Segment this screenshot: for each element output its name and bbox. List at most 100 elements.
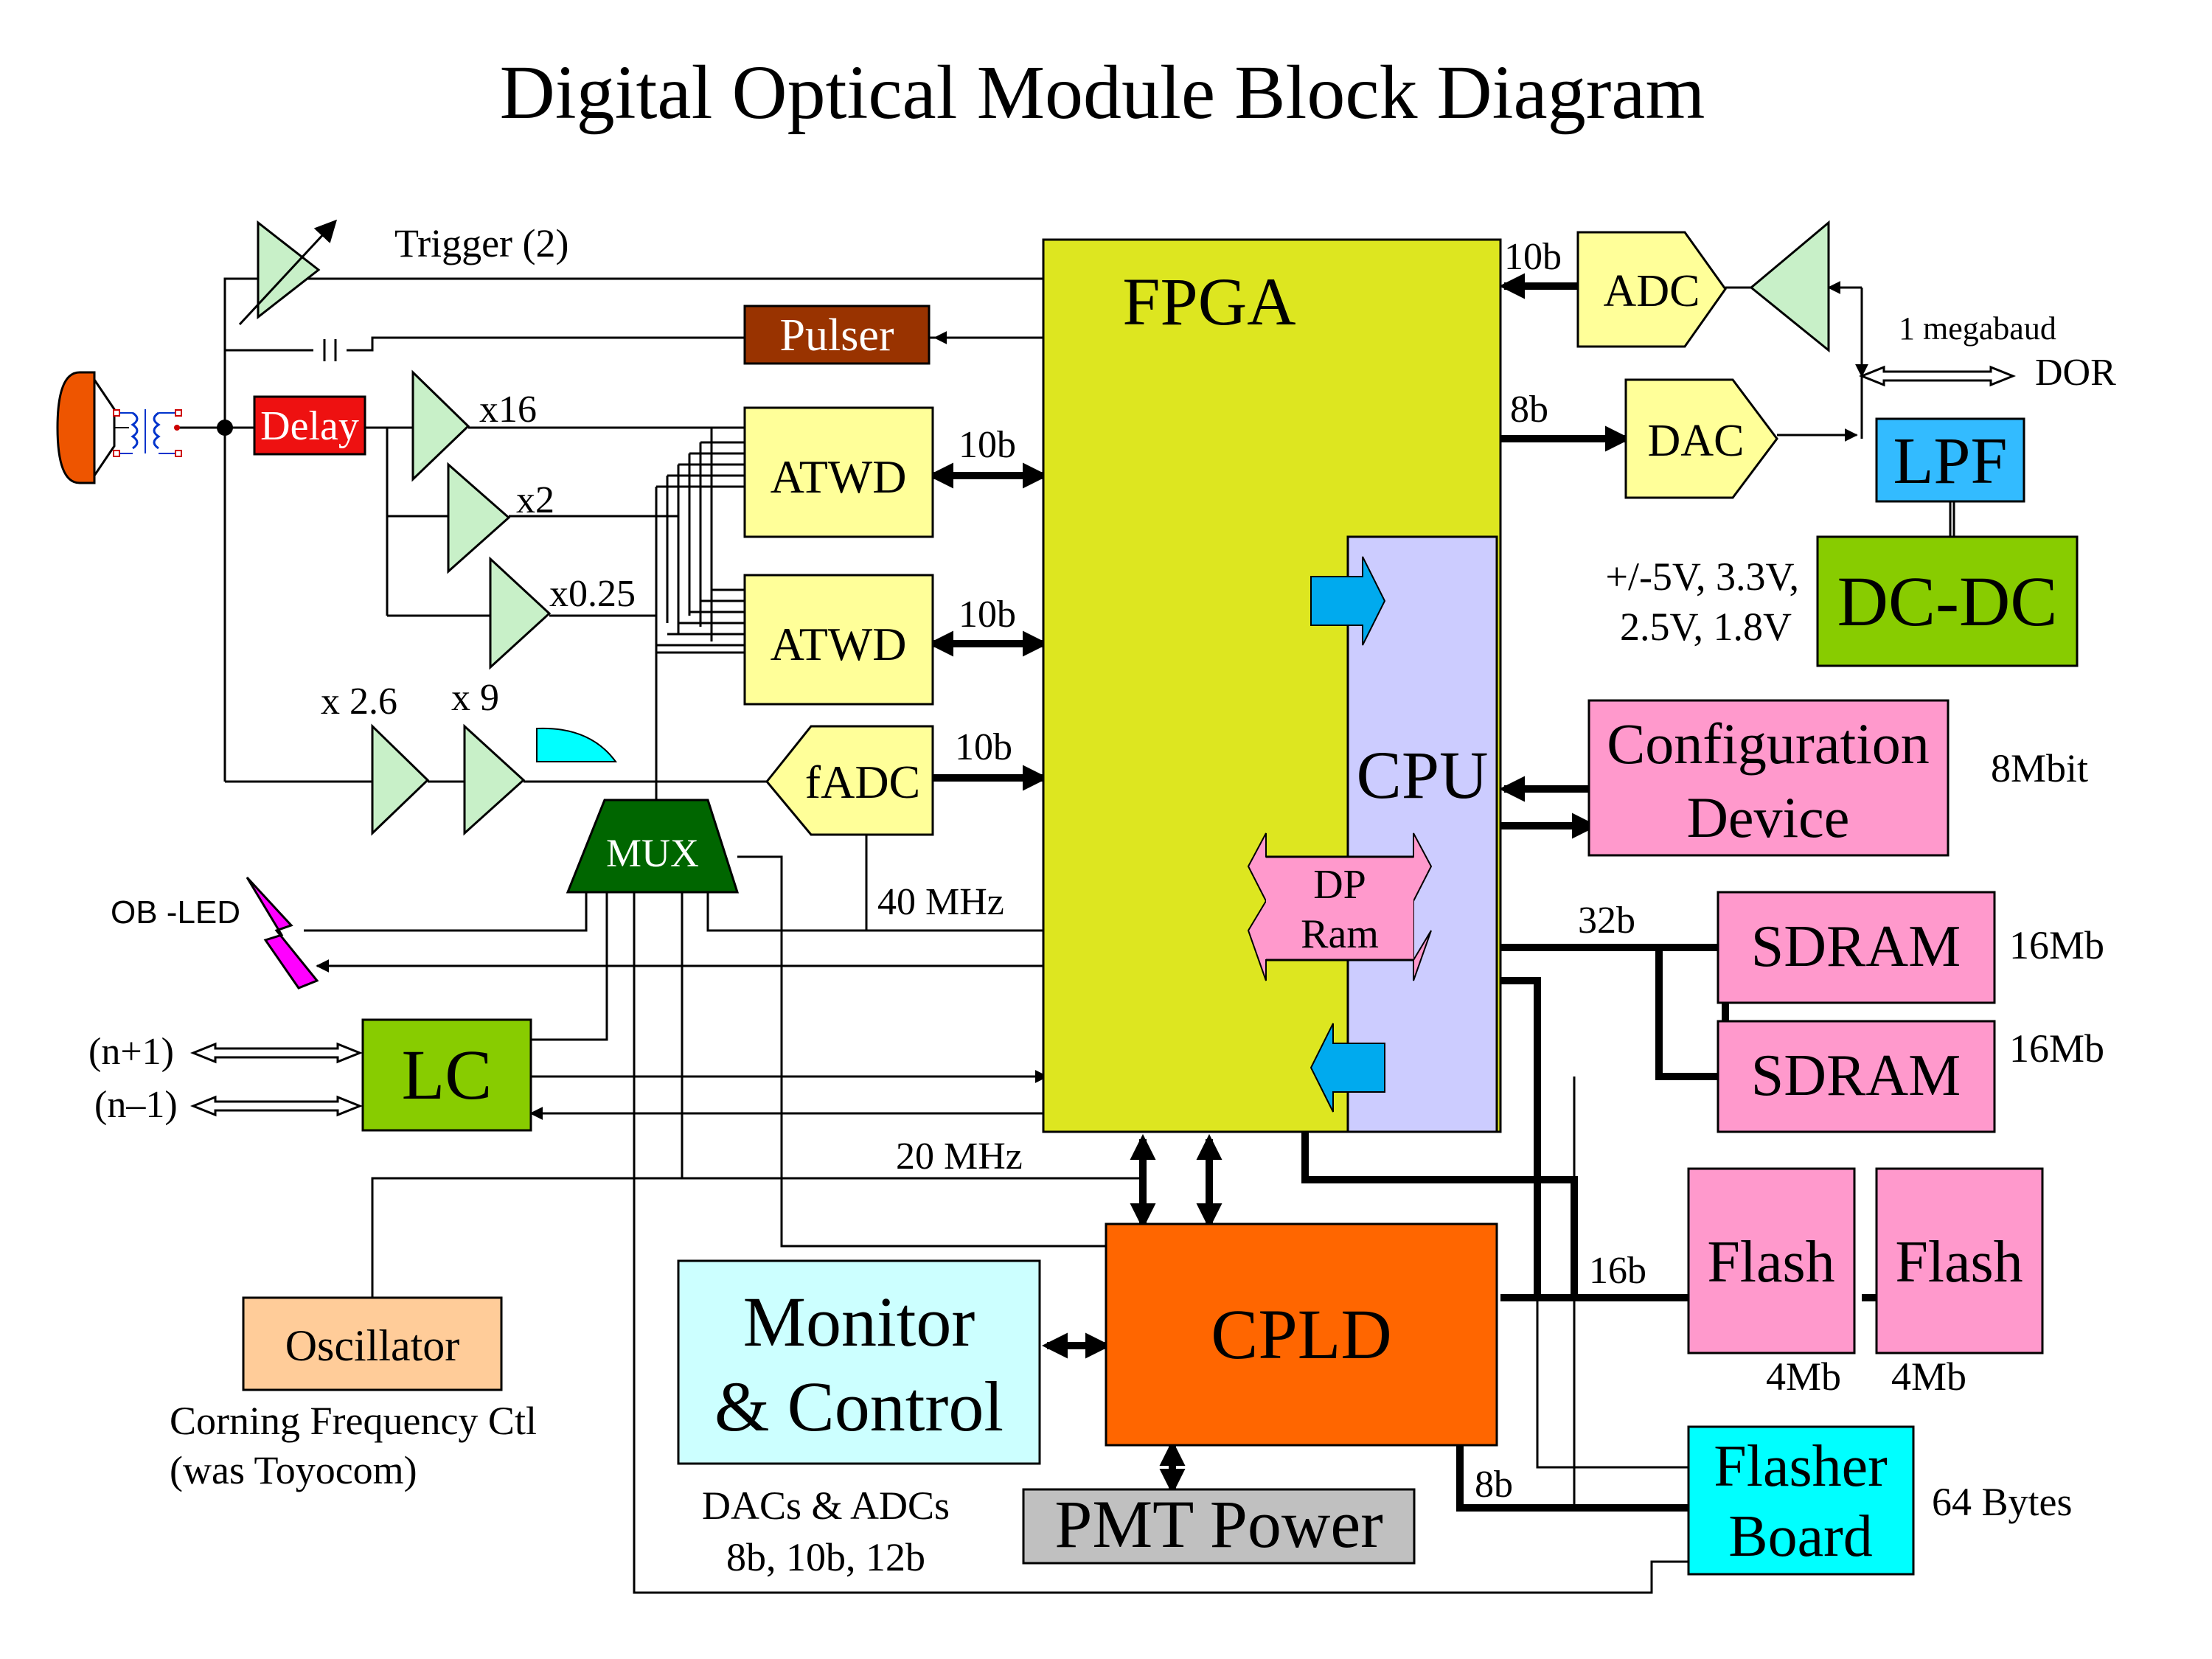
bus-cpu-flash [1497, 977, 1541, 1298]
lc-down-label: (n–1) [94, 1084, 178, 1126]
mc-note-label-1: DACs & ADCs [702, 1484, 950, 1528]
bus-fadc-label: 10b [955, 726, 1012, 768]
dac-label: DAC [1648, 416, 1745, 466]
flash-label-2: Flash [1895, 1230, 2023, 1295]
sdram-label-1: SDRAM [1751, 914, 1961, 979]
flash-size-label-2: 4Mb [1891, 1354, 1966, 1399]
flasher-label-2: Board [1728, 1504, 1873, 1569]
adc-block [1576, 231, 1727, 348]
amp-x26-icon [371, 723, 430, 836]
flash-block-1 [1687, 1167, 1856, 1354]
bus-flasher-label: 8b [1475, 1464, 1513, 1506]
sdram-size-label-2: 16Mb [2009, 1026, 2104, 1071]
oscillator-label: Oscillator [285, 1321, 460, 1370]
atwd-block-1 [743, 406, 934, 538]
atwd-label-1: ATWD [771, 451, 907, 503]
voltages-label-1: +/-5V, 3.3V, [1605, 554, 1799, 599]
lc-down-arrow-icon [189, 1095, 364, 1117]
dcdc-block [1816, 535, 2079, 667]
fadc-label: fADC [805, 756, 920, 808]
dcdc-label: DC-DC [1837, 562, 2058, 641]
voltages-label-2: 2.5V, 1.8V [1620, 605, 1792, 649]
gain-x9-label: x 9 [451, 677, 499, 719]
gain-x025-label: x0.25 [549, 573, 636, 615]
amp-x2-icon [447, 462, 511, 574]
gain-x26-label: x 2.6 [321, 681, 397, 723]
amplifiers [238, 219, 1830, 836]
atwd-block-2 [743, 574, 934, 706]
fpga-label: FPGA [1122, 264, 1295, 339]
flasher-board-block [1687, 1425, 1915, 1576]
pmt-icon [56, 371, 116, 484]
clock-40mhz-label: 40 MHz [877, 881, 1004, 923]
osc-note-label-1: Corning Frequency Ctl [170, 1399, 537, 1443]
shaper-icon [536, 727, 617, 762]
trigger-adjust-icon [238, 219, 338, 326]
bus-atwd1-label: 10b [959, 424, 1016, 466]
dp-ram-label-2: Ram [1301, 911, 1379, 957]
osc-note-label-2: (was Toyocom) [170, 1448, 417, 1492]
config-label-2: Device [1687, 785, 1850, 849]
lc-label: LC [402, 1035, 493, 1114]
gain-x2-label: x2 [516, 479, 554, 521]
lc-link-arrows [189, 365, 2017, 1117]
adc-label: ADC [1604, 266, 1700, 316]
lc-block [361, 1018, 532, 1132]
clock-20mhz-label: 20 MHz [896, 1135, 1023, 1178]
flasher-label-1: Flasher [1714, 1434, 1888, 1499]
gain-x16-label: x16 [479, 389, 537, 431]
input-node-dot [217, 420, 233, 436]
flasher-size-label: 64 Bytes [1932, 1480, 2073, 1524]
pmt-power-block [1022, 1488, 1416, 1565]
pmt-power-label: PMT Power [1054, 1486, 1383, 1562]
monitor-label-2: & Control [714, 1367, 1004, 1446]
config-label-1: Configuration [1607, 712, 1930, 776]
dor-arrow-icon [1858, 365, 2017, 387]
bus-dac-label: 8b [1510, 389, 1548, 431]
bus-adc-label: 10b [1504, 236, 1562, 278]
monitor-control-block [677, 1259, 1041, 1465]
config-size-label: 8Mbit [1991, 746, 2088, 790]
fadc-block [765, 725, 934, 836]
dor-label: DOR [2035, 352, 2116, 394]
transformer-icon [113, 409, 182, 457]
dac-block [1624, 378, 1778, 499]
cpld-label: CPLD [1211, 1295, 1391, 1374]
ob-led-icon [246, 876, 319, 990]
bus-fpga-flash [1301, 1132, 1578, 1298]
megabaud-label: 1 megabaud [1899, 310, 2056, 347]
lc-up-label: (n+1) [88, 1031, 174, 1073]
cpu-block [1346, 535, 1498, 1133]
delay-block [253, 395, 366, 456]
sdram-block-1 [1717, 891, 1996, 1004]
lpf-label: LPF [1893, 425, 2007, 498]
adc-input-amp-icon [1749, 220, 1830, 353]
amp-x16-icon [411, 369, 470, 482]
connections [177, 277, 1955, 1594]
labels: Trigger (2) x16 x2 x0.25 x 2.6 x 9 10b 1… [88, 221, 2116, 1579]
lpf-block [1875, 417, 2025, 503]
mux-block [566, 799, 740, 894]
ob-led-label: OB -LED [111, 894, 240, 931]
bus-flash-label: 16b [1589, 1250, 1646, 1292]
bus-flasher [1456, 1445, 1694, 1512]
sdram-block-2 [1717, 1020, 1996, 1133]
page-title: Digital Optical Module Block Diagram [500, 50, 1705, 135]
delay-label: Delay [260, 403, 359, 449]
config-device-block [1587, 699, 1950, 857]
mux-label: MUX [606, 831, 699, 875]
monitor-label-1: Monitor [743, 1282, 975, 1361]
atwd-label-2: ATWD [771, 618, 907, 670]
pulser-label: Pulser [780, 310, 894, 361]
bus-sdram-label: 32b [1578, 900, 1635, 942]
trigger-amp-icon [257, 220, 321, 320]
sdram-label-2: SDRAM [1751, 1043, 1961, 1108]
flash-block-2 [1875, 1167, 2044, 1354]
dp-ram-label-1: DP [1313, 862, 1366, 908]
trigger-label: Trigger (2) [394, 221, 569, 265]
sdram-size-label-1: 16Mb [2009, 923, 2104, 967]
lc-up-arrow-icon [189, 1042, 364, 1064]
pulser-block [743, 305, 931, 365]
bus-sdram [1497, 944, 1729, 1077]
